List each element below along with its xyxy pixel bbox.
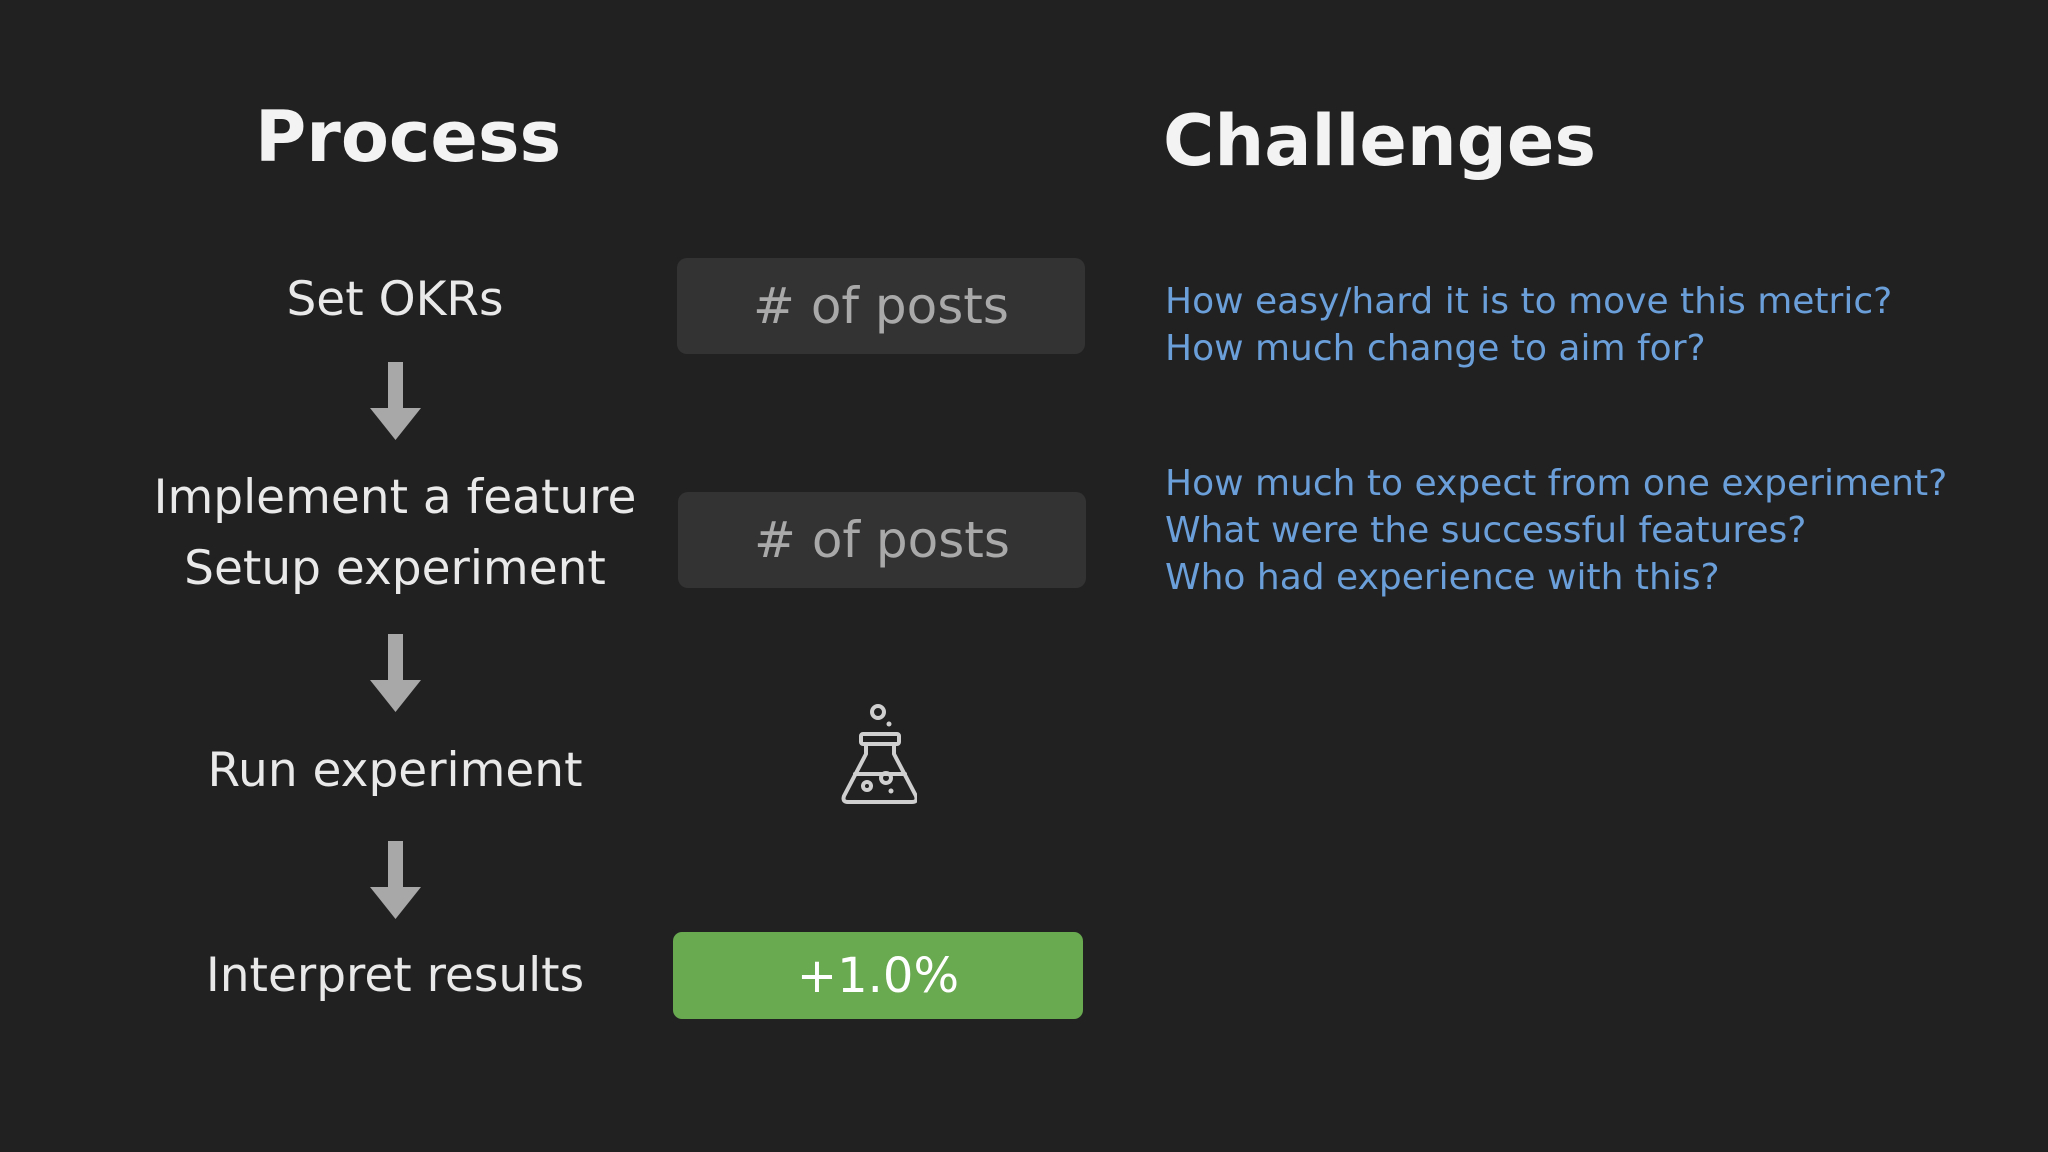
flask-icon (837, 702, 917, 808)
step-interpret-results: Interpret results (205, 948, 585, 1003)
okr-metric-pill: # of posts (677, 258, 1085, 354)
challenge-group-experiment: How much to expect from one experiment? … (1165, 460, 1947, 601)
challenge-question: Who had experience with this? (1165, 557, 1720, 598)
experiment-metric-pill: # of posts (678, 492, 1086, 588)
challenge-question: How much change to aim for? (1165, 328, 1706, 369)
down-arrow-icon (368, 634, 423, 714)
result-badge: +1.0% (673, 932, 1083, 1019)
process-heading: Process (255, 96, 562, 178)
challenge-question: How easy/hard it is to move this metric? (1165, 281, 1893, 322)
step-run-experiment: Run experiment (207, 743, 583, 798)
down-arrow-icon (368, 362, 423, 442)
step-implement-setup: Implement a feature Setup experiment (115, 462, 675, 604)
challenges-heading: Challenges (1163, 100, 1596, 182)
challenge-question: How much to expect from one experiment? (1165, 463, 1948, 504)
step-implement-line: Implement a feature (153, 470, 637, 525)
step-setup-line: Setup experiment (184, 541, 606, 596)
step-set-okrs: Set OKRs (286, 272, 504, 327)
down-arrow-icon (368, 841, 423, 921)
challenge-question: What were the successful features? (1165, 510, 1807, 551)
challenge-group-okrs: How easy/hard it is to move this metric?… (1165, 278, 1892, 372)
